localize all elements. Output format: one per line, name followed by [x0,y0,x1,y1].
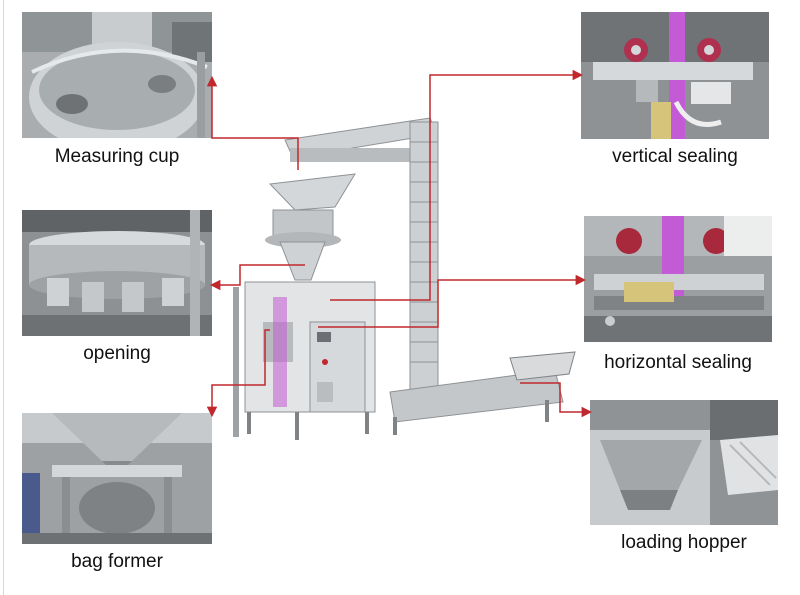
loading-hopper-label: loading hopper [621,532,747,553]
page-edge-rule [3,0,4,595]
vertical-sealing-photo [581,12,769,139]
packing-machine-illustration [225,112,590,447]
horizontal-sealing-label: horizontal sealing [604,352,752,373]
bag-former-label: bag former [71,551,163,572]
measuring-cup-photo [22,12,212,138]
opening-photo [22,210,212,336]
bag-former-photo [22,413,212,544]
measuring-cup-label: Measuring cup [54,146,180,167]
opening-label: opening [83,343,151,364]
loading-hopper-photo [590,400,778,525]
horizontal-sealing-photo [584,216,772,342]
vertical-sealing-label: vertical sealing [612,146,738,167]
